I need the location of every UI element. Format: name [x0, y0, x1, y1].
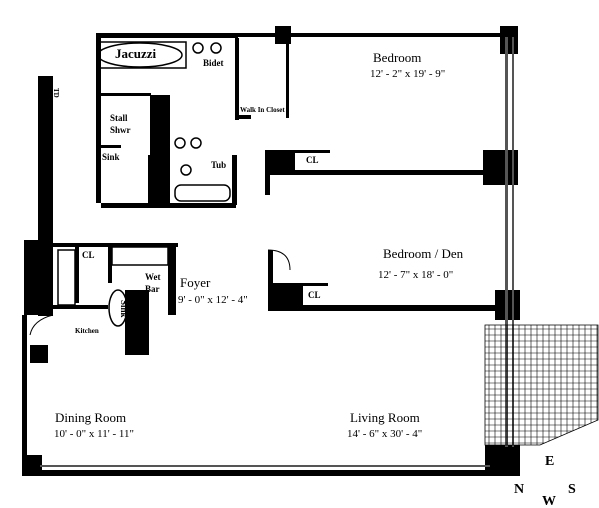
dining-dims: 10' - 0" x 11' - 11": [54, 428, 134, 440]
wall-bath-top: [96, 33, 238, 38]
wall-wetbar-left: [108, 243, 112, 283]
den-dims: 12' - 7" x 18' - 0": [378, 269, 453, 281]
living-name: Living Room: [350, 410, 420, 425]
jacuzzi-frame: [97, 41, 187, 69]
bedroom-name: Bedroom: [373, 50, 421, 65]
bath-sink-2: [190, 137, 202, 149]
column-bottom-left: [27, 455, 42, 470]
wall-tub-right: [232, 155, 237, 205]
wall-kitchen-bottom: [53, 305, 108, 309]
wall-walkin: [286, 38, 289, 118]
wall-wetbar-right: [168, 245, 176, 315]
window-right-2: [512, 37, 514, 447]
wall-bath-left: [96, 33, 101, 203]
wd-label: W/D: [149, 195, 168, 205]
wetbar-bar-label: Bar: [145, 284, 160, 294]
balcony-outline: [484, 324, 599, 446]
closet-foyer-label: CL: [82, 250, 95, 260]
wall-cl-den-top: [268, 283, 328, 286]
td-label: TD: [52, 88, 60, 98]
compass-s: S: [568, 482, 576, 497]
den-name: Bedroom / Den: [383, 246, 464, 261]
door-arc-kitchen: [29, 314, 54, 336]
wall-cl-bedroom-top: [265, 150, 330, 153]
jacuzzi-label: Jacuzzi: [115, 46, 157, 61]
foyer-name: Foyer: [180, 275, 211, 290]
closet-den-fill: [273, 285, 303, 307]
foyer-dims: 9' - 0" x 12' - 4": [178, 294, 248, 306]
labels: Jacuzzi Bidet Walk In Closet Bedroom 12'…: [52, 46, 576, 508]
bidet-fixture-1: [192, 42, 204, 54]
wall-bottom: [22, 470, 520, 476]
wall-sink-bath-top: [101, 145, 121, 148]
bath-sink-label: Sink: [102, 152, 120, 162]
wall-bedroom-den: [265, 170, 515, 175]
wall-shower-top: [101, 93, 151, 96]
compass-e: E: [545, 454, 554, 469]
kitchen-sink-bowl: [108, 289, 128, 327]
wall-den-living: [268, 305, 516, 311]
stall-label: Stall: [110, 113, 128, 123]
kitchen-sink-label: Sink: [119, 300, 129, 318]
wall-left-bump: [30, 345, 48, 363]
closet-bedroom-fill: [270, 150, 295, 170]
door-arc-den: [267, 249, 291, 271]
window-right: [505, 37, 508, 447]
kitchen-label: Kitchen: [75, 327, 99, 335]
wall-left-column: [24, 240, 44, 315]
compass-n: N: [514, 482, 524, 497]
wall-shower-right: [150, 95, 170, 155]
column-top-right: [500, 26, 518, 54]
column-bottom-right: [485, 445, 520, 475]
wall-bath-center: [148, 155, 170, 205]
wall-bath-bottom: [101, 203, 236, 208]
wall-bedroom-top: [238, 33, 508, 37]
balcony-grid-lines: [485, 325, 598, 445]
bath-sink-1: [174, 137, 186, 149]
walk-in-closet-label: Walk In Closet: [240, 106, 285, 114]
bidet-label: Bidet: [203, 58, 224, 68]
shwr-label: Shwr: [110, 125, 131, 135]
kitchen-cabinet: [57, 249, 76, 306]
wetbar-wet-label: Wet: [145, 272, 161, 282]
wall-bath-partition: [235, 38, 239, 120]
dining-name: Dining Room: [55, 410, 126, 425]
wall-cl-bedroom-left: [265, 150, 270, 195]
closet-bedroom-label: CL: [306, 155, 319, 165]
tub-fixture: [174, 184, 231, 202]
window-bottom: [40, 465, 490, 467]
wall-walkin-bottom: [235, 115, 251, 119]
walls: [22, 26, 520, 476]
wall-cl-den-left: [268, 250, 273, 310]
door-arcs: [29, 249, 291, 336]
balcony-grid: [484, 324, 599, 446]
bath-sink-3: [180, 164, 192, 176]
bedroom-dims: 12' - 2" x 19' - 9": [370, 68, 445, 80]
bidet-fixture-2: [210, 42, 222, 54]
tub-label: Tub: [211, 160, 226, 170]
wall-left-lower: [22, 315, 27, 475]
wetbar-cabinet: [111, 246, 169, 266]
fixtures: [57, 41, 231, 327]
living-dims: 14' - 6" x 30' - 4": [347, 428, 422, 440]
compass-w: W: [542, 494, 556, 508]
counter-kitchen: [125, 290, 149, 355]
wall-foyer-top: [53, 243, 178, 247]
closet-den-label: CL: [308, 290, 321, 300]
wall-cl-foyer: [75, 243, 79, 303]
